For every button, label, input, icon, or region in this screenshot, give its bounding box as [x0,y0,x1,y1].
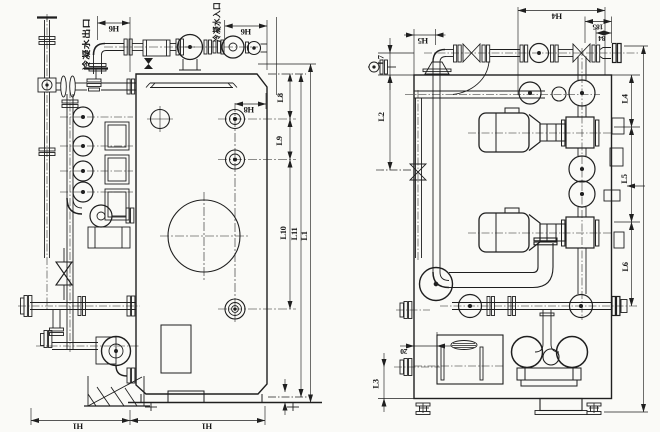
twin-suction [510,335,589,387]
dim-label-h1-right: H1 [202,422,212,432]
elbow-flange-circle [418,266,454,302]
tank-details [145,82,296,374]
right-edge-fittings [603,117,625,249]
dim-label-l5: L5 [619,174,629,183]
right-view-dimensions [376,7,648,413]
gate-valve-bowtie [572,42,591,64]
discharge-riser [568,48,596,320]
pump-set-2 [468,207,612,253]
anchor-bolt-marks [145,402,299,411]
gauge-valve-circles [72,106,94,203]
collection-pipe [440,293,639,353]
bottom-pump [36,330,140,384]
plan-feet [415,397,602,415]
dim-label-h5: H5 [418,36,428,46]
left-view-dimensions [30,16,316,425]
condensate-inlet-label: 冷凝水入口 [212,2,222,42]
dim-label-l1: L1 [299,231,309,240]
left-view-front-elevation: H6 H6 H8 L8 L9 L10 L11 L1 H1 H1 冷凝水出口 冷凝… [18,2,322,432]
dim-label-l4: L4 [620,93,630,103]
mid-assembly [66,197,135,249]
vent-fitting [368,59,396,75]
nameplate [160,324,192,374]
gate-valve-bowtie [54,261,74,286]
swept-pipe-arc [452,61,490,95]
dim-label-84: 84 [598,34,605,43]
tank-outline [128,73,322,411]
gate-valve-bowtie [408,163,428,181]
gate-valve-disc [60,75,67,98]
top-pipe-train [88,33,267,74]
top-slot [145,82,238,88]
lower-horizontal-pipe [18,295,140,336]
dim-label-l8: L8 [275,93,285,102]
edge-nozzles [394,301,440,376]
dim-label-l9: L9 [274,136,284,145]
gate-valve-disc [69,75,76,98]
transfer-pipe [418,237,558,302]
dim-label-h8: H8 [244,105,254,115]
right-view-plan: H4 185 84 H5 L7 L2 L4 L5 L6 20 L3 [368,7,648,415]
plan-outline [413,74,613,400]
top-manifold [422,42,640,75]
dim-label-l7: L7 [376,54,386,64]
suction-header [405,79,600,107]
flange-circle [147,106,173,132]
dim-label-l11: L11 [289,228,299,241]
dim-label-l10: L10 [278,226,288,239]
bottom-tank [414,334,505,385]
left-pipes [408,75,450,289]
pump-set-1 [468,107,612,153]
dim-label-l6: L6 [620,262,630,271]
gate-valve-bowtie [462,42,481,64]
sight-glass-windows [104,121,130,221]
dim-label-185: 185 [592,23,603,32]
dim-label-20: 20 [400,347,407,356]
dim-label-h1-left: H1 [73,422,83,432]
left-pipe-cluster [18,14,150,407]
manhole [160,192,248,280]
condensate-outlet-label: 冷凝水出口 [81,18,91,70]
dim-label-l3: L3 [371,379,381,388]
dim-label-h6-left: H6 [109,24,119,34]
dim-label-h4: H4 [551,12,562,22]
dim-label-h6-right: H6 [241,27,251,37]
pump-support-bracket [84,376,150,407]
drain-valve-icon [144,58,153,69]
dim-label-l2: L2 [376,112,386,121]
